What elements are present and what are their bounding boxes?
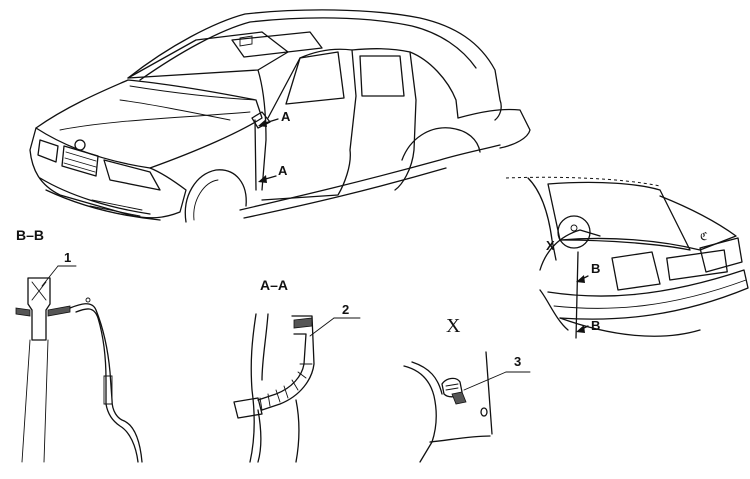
section-a-arrowhead-bottom bbox=[258, 175, 267, 183]
callout-2-label: 2 bbox=[342, 302, 349, 317]
callout-2-pointer bbox=[309, 317, 335, 337]
rear-wheel-arch-detail bbox=[539, 289, 569, 331]
car-c-pillar bbox=[409, 51, 459, 119]
car-sunroof-hinge bbox=[239, 35, 253, 47]
car-roofline bbox=[127, 9, 502, 121]
car-bumper bbox=[39, 177, 161, 221]
rear-roof-edge bbox=[505, 176, 661, 187]
car-grille-slats bbox=[63, 151, 97, 173]
plug-shaft-right bbox=[43, 339, 49, 463]
car-a-pillar bbox=[257, 69, 267, 191]
section-b-arrowhead-bottom bbox=[576, 325, 585, 333]
car-b-pillar bbox=[351, 48, 417, 191]
rear-bumper bbox=[547, 269, 749, 320]
car-grille bbox=[61, 145, 99, 177]
panel-spot-mark bbox=[85, 297, 91, 303]
callout-3-label: 3 bbox=[514, 354, 521, 369]
rear-c-pillar bbox=[527, 177, 557, 261]
plug-inner-lines bbox=[31, 281, 47, 301]
callout-1-pointer bbox=[41, 265, 59, 287]
car-bumper-slots bbox=[89, 199, 143, 217]
car-rear-view: ℭ B B X bbox=[505, 176, 749, 339]
rear-bumper-line bbox=[553, 279, 747, 309]
body-panel-outline bbox=[69, 303, 143, 463]
car-rear-quarter bbox=[457, 108, 531, 149]
drain-hose-ribs bbox=[259, 363, 313, 411]
section-a-label-top: A bbox=[281, 109, 291, 124]
detail-x-marker: X bbox=[546, 238, 555, 253]
section-b-cut-line bbox=[575, 251, 579, 339]
car-sunroof bbox=[231, 31, 323, 58]
section-a-arrowhead-top bbox=[258, 119, 267, 127]
detail-x-heading: X bbox=[446, 315, 461, 337]
callout-3-pointer bbox=[463, 371, 507, 391]
panel-flange-right bbox=[47, 305, 71, 317]
section-a-label-bottom: A bbox=[278, 163, 288, 178]
car-rear-wheel-arch bbox=[401, 127, 481, 161]
section-aa-detail: A–A 2 bbox=[233, 277, 361, 463]
plug-shaft-left bbox=[21, 339, 31, 463]
rear-taillight-right bbox=[699, 237, 743, 273]
filler-recess-edge bbox=[403, 365, 437, 463]
car-hood-crease-2 bbox=[119, 99, 231, 121]
car-hood bbox=[35, 79, 263, 169]
mounting-hole bbox=[480, 407, 488, 417]
panel-seal-strip bbox=[103, 375, 113, 405]
rear-bumper-lower bbox=[559, 317, 701, 337]
section-b-arrowhead-top bbox=[576, 275, 585, 283]
car-front-fascia bbox=[29, 127, 187, 219]
section-b-label-bottom: B bbox=[591, 318, 600, 333]
car-headlight-right bbox=[103, 159, 161, 191]
drain-hose-outer bbox=[261, 315, 315, 411]
section-aa-heading: A–A bbox=[260, 277, 288, 293]
drain-plug-end bbox=[233, 397, 263, 419]
section-b-label-top: B bbox=[591, 261, 600, 276]
car-roof-inner bbox=[139, 17, 477, 81]
section-bb-detail: B–B 1 bbox=[15, 227, 143, 463]
rear-badge: ℭ bbox=[700, 231, 708, 243]
car-wiper-line bbox=[129, 85, 257, 101]
pillar-wall-right bbox=[257, 313, 269, 463]
plug-body bbox=[27, 277, 51, 341]
car-emblem bbox=[74, 139, 86, 151]
car-hood-crease bbox=[59, 111, 251, 131]
filler-recess-lip bbox=[411, 361, 443, 395]
car-front-arch-liner bbox=[193, 179, 219, 221]
car-rear-window bbox=[359, 55, 405, 97]
pillar-wall-outer bbox=[295, 399, 300, 463]
car-headlight-left bbox=[37, 139, 59, 163]
panel-flange bbox=[15, 307, 31, 317]
callout-1-label: 1 bbox=[64, 250, 71, 265]
car-sill bbox=[239, 144, 501, 211]
drain-clip bbox=[293, 317, 313, 329]
rear-taillight-left bbox=[611, 251, 661, 291]
car-front-window bbox=[285, 51, 345, 105]
car-windshield bbox=[127, 31, 289, 79]
car-front-view: A A bbox=[29, 9, 531, 223]
detail-x: X 3 bbox=[403, 315, 531, 463]
body-right-edge bbox=[485, 351, 493, 435]
pillar-wall-left bbox=[249, 313, 257, 463]
car-front-door bbox=[261, 48, 357, 201]
car-sill-lower bbox=[243, 167, 447, 219]
hose-clip-grip bbox=[445, 383, 459, 391]
body-panel-inner bbox=[75, 308, 139, 463]
fuel-filler-door bbox=[557, 215, 591, 249]
body-opening-edge bbox=[429, 435, 491, 443]
rear-quarter-panel bbox=[539, 229, 601, 271]
rear-license-plate bbox=[666, 249, 728, 281]
fuel-filler-center bbox=[570, 224, 578, 232]
section-bb-heading: B–B bbox=[16, 227, 44, 243]
rear-window bbox=[547, 181, 691, 251]
hose-clip-tab bbox=[451, 391, 467, 405]
car-front-wheel-arch bbox=[184, 169, 247, 223]
section-a-cut-line bbox=[254, 119, 257, 191]
